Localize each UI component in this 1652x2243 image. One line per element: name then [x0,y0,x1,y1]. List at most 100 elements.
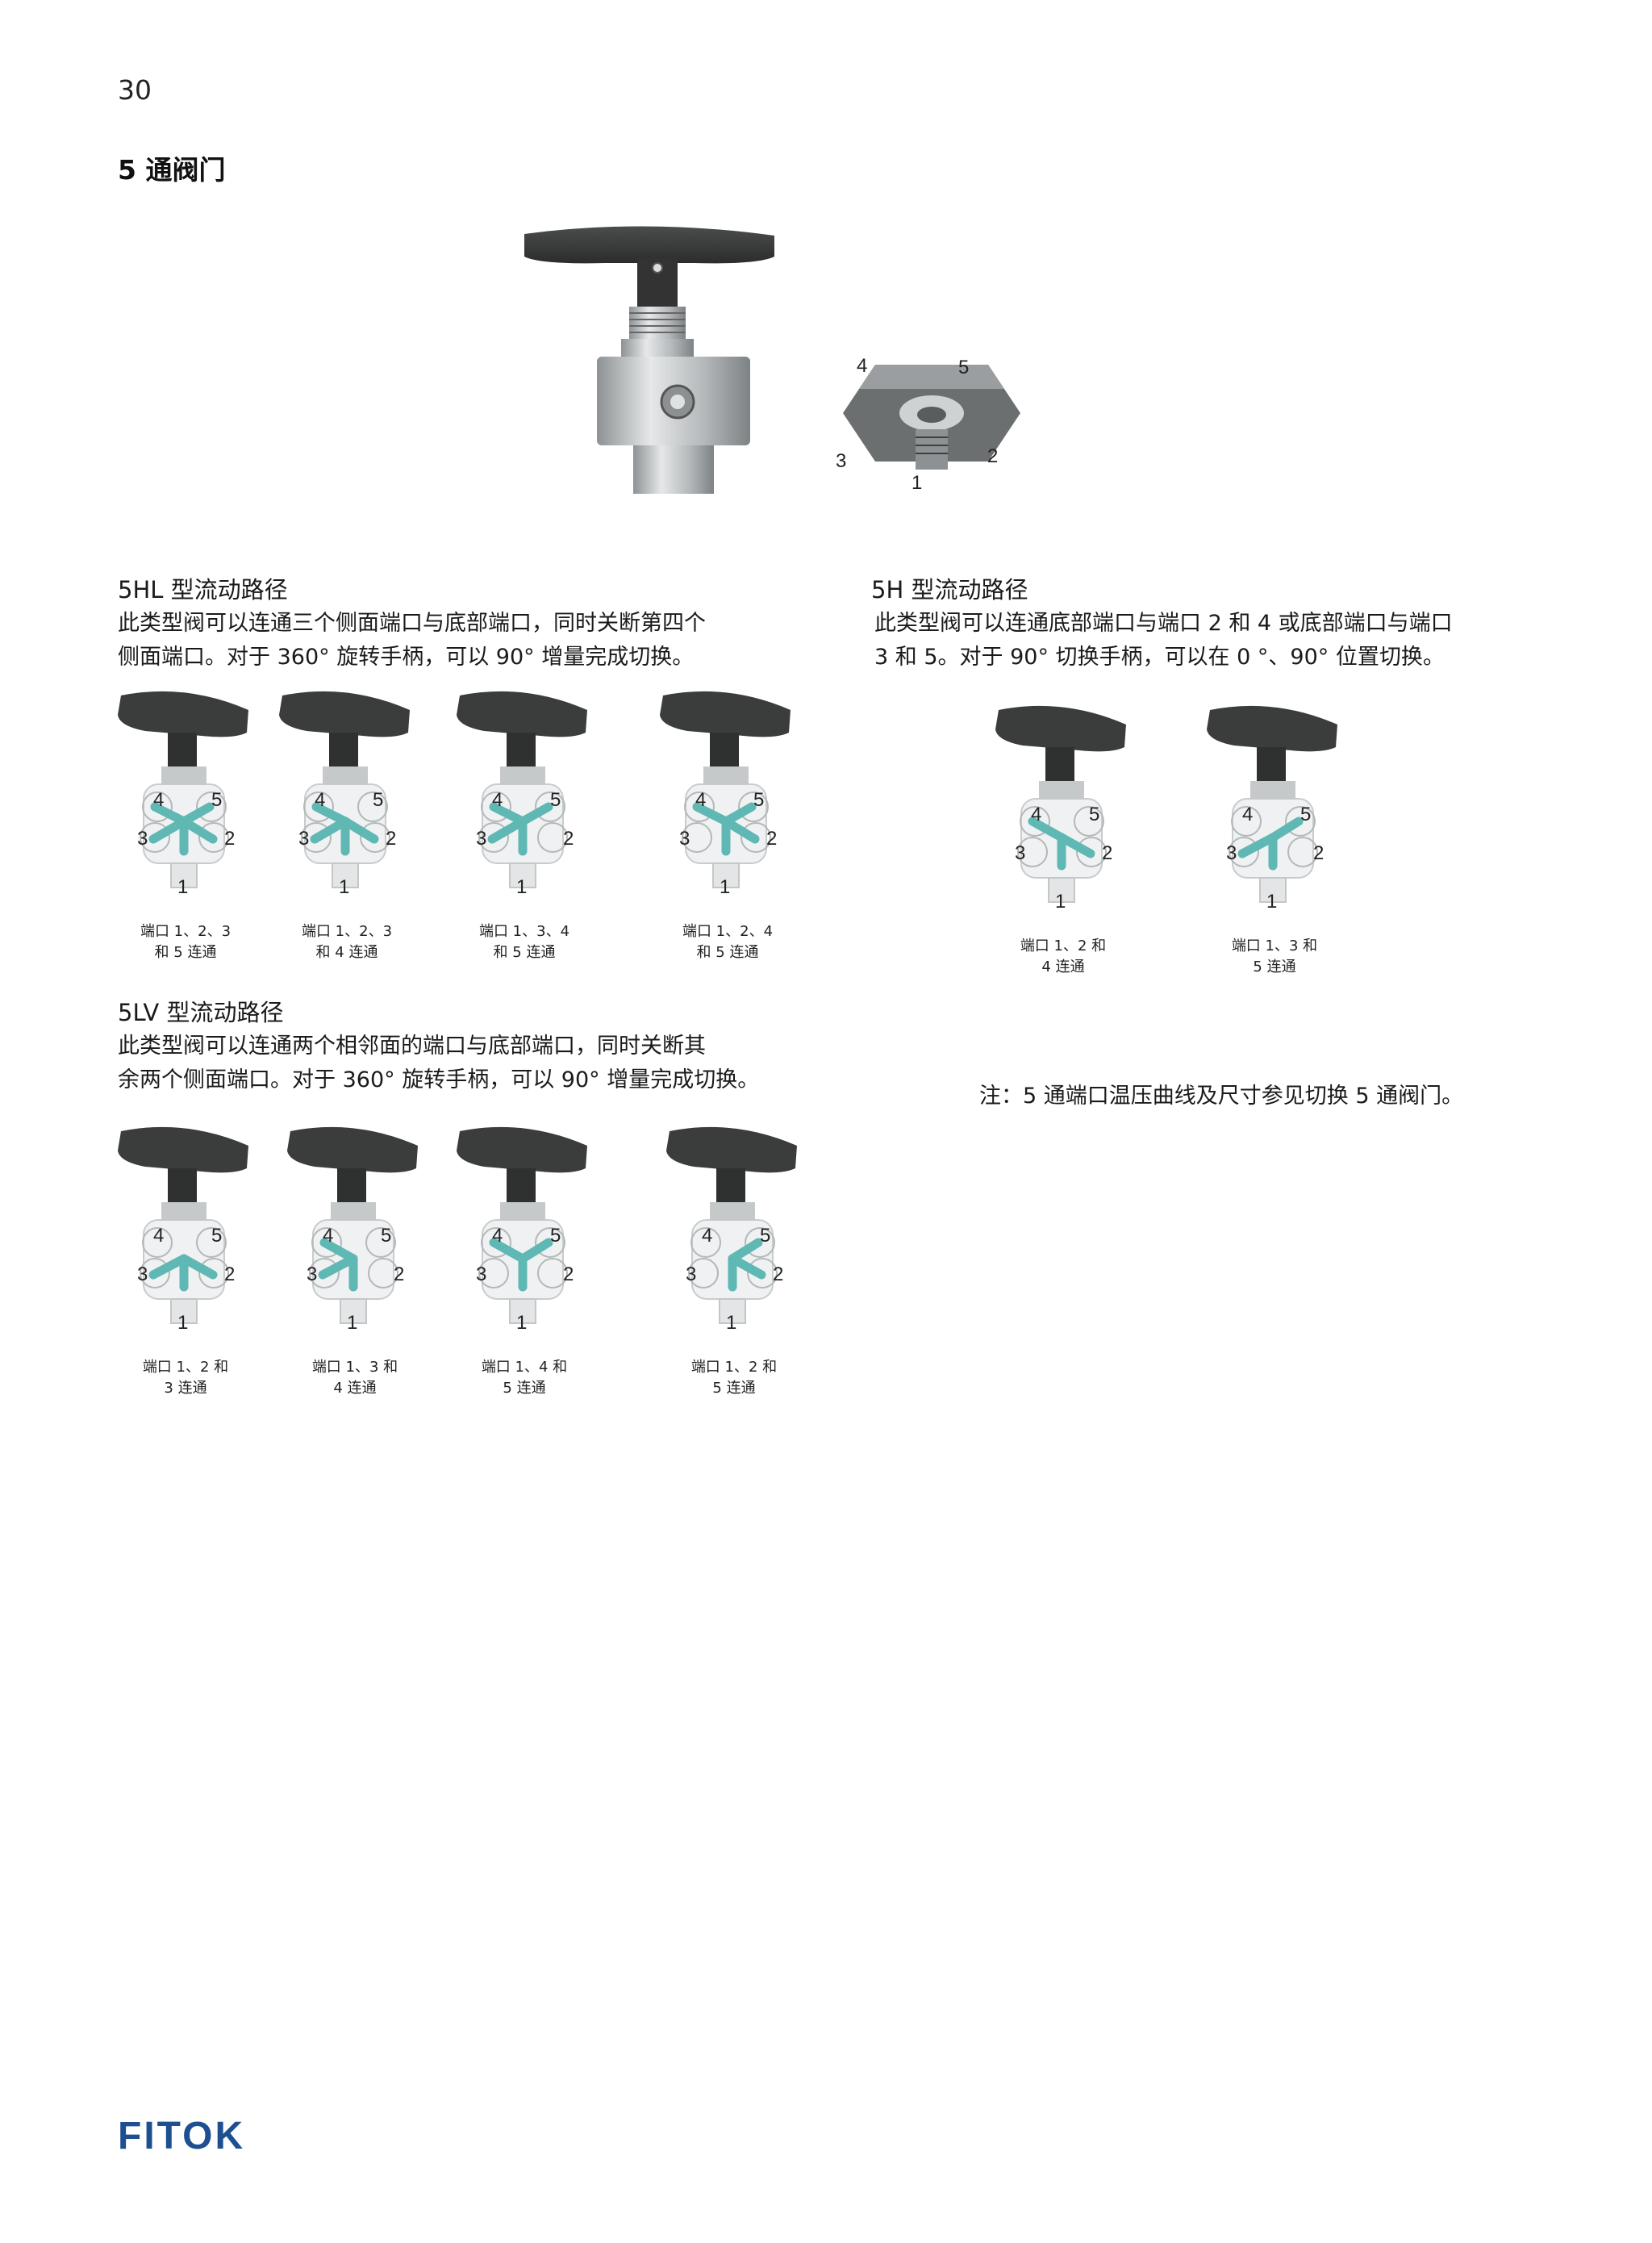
port-label-4: 4 [153,1225,165,1247]
port-label-4: 4 [1031,804,1042,825]
hero-valve-image [516,218,782,508]
port-label-5: 5 [373,789,384,811]
port-label-5: 5 [1089,804,1100,825]
hero-port-label-3: 3 [836,450,847,472]
flow-path [1057,833,1095,858]
hero-port-label-4: 4 [857,355,868,377]
hero-port-label-2: 2 [987,445,999,467]
fitok-logo: FITOK [118,2115,246,2157]
port-label-5: 5 [1300,804,1312,825]
port-label-3: 3 [476,1264,487,1285]
port-label-2: 2 [563,828,574,850]
valve-figure-h-1: 4 5 3 2 1 端口 1、2 和 4 连通 [991,700,1136,975]
figure-caption: 端口 1、2、3 和 5 连通 [140,923,232,961]
flow-path [489,802,528,826]
port-label-3: 3 [1226,842,1237,864]
page-title: 5 通阀门 [118,154,226,186]
flow-path [318,1254,358,1280]
port-label-5: 5 [760,1225,771,1247]
page-number: 30 [118,74,152,106]
valve-figure-hl-3: 4 5 3 2 1 端口 1、3、4 和 5 连通 [452,686,597,961]
port-label-2: 2 [394,1264,405,1285]
flow-path [310,817,350,844]
figure-caption: 端口 1、3、4 和 5 连通 [478,923,570,961]
flow-path [340,817,379,844]
flow-path [311,802,350,826]
flow-path [518,1238,553,1264]
port-label-1: 1 [726,1312,737,1334]
port-label-1: 1 [1055,891,1066,913]
port-label-3: 3 [298,828,310,850]
hero-port-label-1: 1 [912,472,923,494]
section-desc-5h: 此类型阀可以连通底部端口与端口 2 和 4 或底部端口与端口 3 和 5。对于 … [874,611,1453,670]
flow-path [150,802,189,826]
flow-path [148,817,189,844]
flow-path [692,802,731,826]
flow-path [319,1238,358,1264]
flow-path [179,817,218,844]
flow-path [518,802,553,826]
flow-path [489,1238,528,1264]
figure-caption: 端口 1、2、3 和 4 连通 [301,923,393,961]
flow-path [148,1254,189,1280]
port-label-4: 4 [153,789,165,811]
port-label-5: 5 [211,789,223,811]
figure-caption: 端口 1、2 和 3 连通 [142,1359,229,1397]
figure-caption: 端口 1、3 和 4 连通 [311,1359,398,1397]
flow-path [721,817,760,844]
port-label-3: 3 [686,1264,697,1285]
section-desc-5lv: 此类型阀可以连通两个相邻面的端口与底部端口，同时关断其 余两个侧面端口。对于 3… [118,1034,760,1092]
port-label-5: 5 [753,789,765,811]
port-label-4: 4 [695,789,707,811]
port-label-5: 5 [381,1225,392,1247]
port-label-5: 5 [550,1225,561,1247]
port-label-4: 4 [315,789,326,811]
port-label-5: 5 [550,789,561,811]
valve-figure-hl-2: 4 5 3 2 1 端口 1、2、3 和 4 连通 [274,686,419,961]
port-label-5: 5 [211,1225,223,1247]
port-label-1: 1 [516,1312,528,1334]
port-label-2: 2 [563,1264,574,1285]
figure-caption: 端口 1、2 和 4 连通 [1020,938,1107,975]
port-label-1: 1 [516,876,528,898]
port-label-4: 4 [492,789,503,811]
port-label-1: 1 [177,876,189,898]
port-label-1: 1 [720,876,731,898]
flow-path [179,1254,218,1280]
figure-caption: 端口 1、2、4 和 5 连通 [682,923,774,961]
port-label-3: 3 [307,1264,318,1285]
port-label-4: 4 [492,1225,503,1247]
port-label-2: 2 [386,828,397,850]
flow-path [728,1254,766,1280]
figure-caption: 端口 1、2 和 5 连通 [690,1359,778,1397]
flow-path [1268,817,1304,842]
section-title-5lv: 5LV 型流动路径 [118,999,284,1026]
port-label-2: 2 [224,828,236,850]
flow-path [1028,817,1066,842]
flow-path [487,817,528,844]
port-label-4: 4 [702,1225,713,1247]
port-label-2: 2 [1102,842,1113,864]
port-label-1: 1 [1266,891,1278,913]
port-label-2: 2 [773,1264,784,1285]
port-label-1: 1 [177,1312,189,1334]
section-desc-5hl: 此类型阀可以连通三个侧面端口与底部端口，同时关断第四个 侧面端口。对于 360°… [118,611,706,670]
port-label-2: 2 [224,1264,236,1285]
valve-figure-lv-4: 4 5 3 2 1 端口 1、2 和 5 连通 [661,1122,807,1397]
figure-caption: 端口 1、3 和 5 连通 [1231,938,1318,975]
figure-caption: 端口 1、4 和 5 连通 [481,1359,568,1397]
flow-path [728,1238,763,1264]
port-label-3: 3 [1015,842,1026,864]
port-label-1: 1 [339,876,350,898]
section-title-5h: 5H 型流动路径 [871,576,1028,604]
port-label-4: 4 [1242,804,1254,825]
port-label-3: 3 [476,828,487,850]
port-label-3: 3 [137,1264,148,1285]
note-text: 注：5 通端口温压曲线及尺寸参见切换 5 通阀门。 [979,1084,1464,1109]
valve-figure-lv-3: 4 5 3 2 1 端口 1、4 和 5 连通 [452,1122,597,1397]
cross-section-image [827,349,1037,502]
